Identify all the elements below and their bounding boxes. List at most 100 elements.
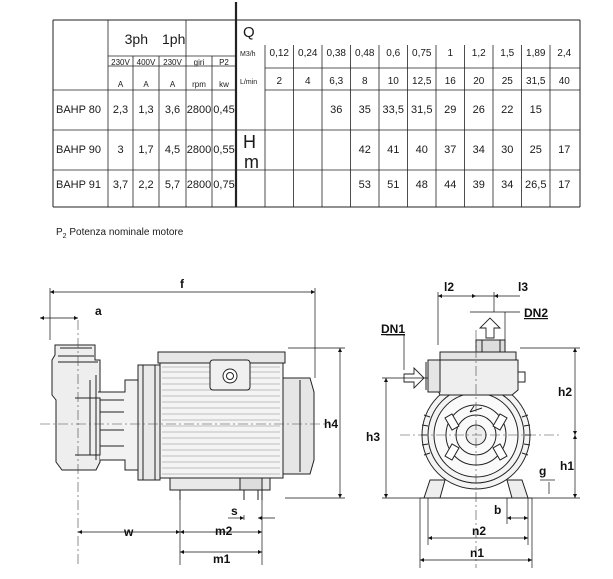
dim-m1: m1 — [213, 552, 231, 566]
flow-lmin-cell: 40 — [559, 76, 571, 87]
flow-m3h-cell: 1,89 — [526, 48, 546, 59]
spec-cell: 3 — [117, 144, 123, 156]
spec-cell: 2800 — [187, 144, 211, 156]
dim-n1: n1 — [470, 546, 484, 560]
head-cell: 44 — [444, 179, 456, 191]
dim-l2: l2 — [444, 280, 454, 294]
spec-cell: 1,3 — [138, 104, 153, 116]
head-cell: 41 — [387, 144, 399, 156]
head-cell: 39 — [473, 179, 485, 191]
dim-a: a — [95, 304, 102, 318]
phase-3-header: 3ph — [125, 31, 148, 47]
spec-col-header: 400V — [137, 58, 156, 67]
spec-cell: 0,45 — [213, 104, 234, 116]
head-cell: 34 — [473, 144, 485, 156]
dim-n2: n2 — [472, 524, 486, 538]
dim-h1: h1 — [560, 459, 574, 473]
spec-unit-header: kw — [219, 80, 229, 89]
dim-dn2: DN2 — [524, 306, 548, 320]
dim-h4: h4 — [324, 417, 338, 431]
spec-cell: 0,55 — [213, 144, 234, 156]
head-cell: 17 — [558, 144, 570, 156]
head-cell: 26,5 — [525, 179, 546, 191]
spec-cell: 3,7 — [113, 179, 128, 191]
footnote-subscript: 2 — [62, 233, 67, 240]
flow-m3h-cell: 0,38 — [327, 48, 347, 59]
flow-m3h-cell: 0,6 — [386, 48, 400, 59]
flow-lmin-cell: 2 — [276, 76, 282, 87]
spec-cell: 1,7 — [138, 144, 153, 156]
dim-h3: h3 — [366, 430, 380, 444]
spec-cell: 3,6 — [165, 104, 180, 116]
spec-cell: 2800 — [187, 104, 211, 116]
head-cell: 26 — [473, 104, 485, 116]
head-cell: 51 — [387, 179, 399, 191]
dim-f: f — [180, 277, 185, 291]
technical-drawings: f a h4 s w m2 m1 — [0, 270, 613, 574]
spec-col-header: giri — [194, 58, 205, 67]
head-cell: 33,5 — [383, 104, 404, 116]
dim-l3: l3 — [518, 280, 528, 294]
flow-lmin-cell: 10 — [388, 76, 400, 87]
m3h-label: M3/h — [240, 51, 256, 58]
flow-lmin-cell: 8 — [362, 76, 368, 87]
flow-m3h-cell: 2,4 — [557, 48, 571, 59]
front-dimensions — [382, 292, 580, 568]
flow-m3h-cell: 1,2 — [472, 48, 486, 59]
head-cell: 30 — [501, 144, 513, 156]
flow-lmin-cell: 31,5 — [526, 76, 546, 87]
head-cell: 48 — [416, 179, 428, 191]
spec-unit-header: A — [143, 80, 149, 89]
q-label: Q — [243, 24, 255, 41]
flow-lmin-cell: 25 — [502, 76, 514, 87]
m-label: m — [244, 152, 259, 172]
spec-cell: 2,3 — [113, 104, 128, 116]
outlet-flow-arrow-icon — [478, 317, 502, 339]
flow-m3h-cell: 0,24 — [298, 48, 318, 59]
spec-col-header: 230V — [163, 58, 182, 67]
footnote: P2 Potenza nominale motore — [56, 227, 183, 240]
spec-unit-header: A — [118, 80, 124, 89]
spec-cell: 4,5 — [165, 144, 180, 156]
phase-1-header: 1ph — [162, 31, 185, 47]
head-cell: 42 — [359, 144, 371, 156]
dim-w: w — [123, 525, 134, 539]
dim-s: s — [231, 504, 238, 518]
spec-unit-header: A — [170, 80, 176, 89]
head-cell: 17 — [558, 179, 570, 191]
head-cell: 40 — [416, 144, 428, 156]
flow-lmin-cell: 12,5 — [412, 76, 432, 87]
dim-b: b — [494, 503, 501, 517]
model-cell: BAHP 90 — [56, 144, 101, 156]
h-label: H — [243, 132, 256, 152]
model-cell: BAHP 91 — [56, 179, 101, 191]
flow-lmin-cell: 20 — [473, 76, 485, 87]
footnote-symbol: P — [56, 227, 63, 238]
head-cell: 35 — [359, 104, 371, 116]
spec-cell: 5,7 — [165, 179, 180, 191]
flow-m3h-cell: 0,12 — [270, 48, 290, 59]
spec-col-header: 230V — [111, 58, 130, 67]
flow-lmin-cell: 16 — [445, 76, 457, 87]
head-cell: 34 — [501, 179, 513, 191]
flow-m3h-cell: 0,48 — [355, 48, 375, 59]
dim-g: g — [539, 464, 546, 478]
spec-cell: 2800 — [187, 179, 211, 191]
head-cell: 22 — [501, 104, 513, 116]
lmin-label: L/min — [240, 79, 257, 86]
spec-col-header: P2 — [219, 58, 229, 67]
side-dimensions — [40, 288, 345, 565]
spec-cell: 2,2 — [138, 179, 153, 191]
head-cell: 36 — [330, 104, 342, 116]
head-cell: 31,5 — [411, 104, 432, 116]
flow-lmin-cell: 6,3 — [329, 76, 343, 87]
head-cell: 29 — [444, 104, 456, 116]
dim-m2: m2 — [215, 524, 233, 538]
flow-m3h-cell: 1,5 — [500, 48, 514, 59]
head-cell: 37 — [444, 144, 456, 156]
flow-lmin-cell: 4 — [305, 76, 311, 87]
flow-m3h-cell: 0,75 — [412, 48, 432, 59]
model-cell: BAHP 80 — [56, 104, 101, 116]
head-cell: 53 — [359, 179, 371, 191]
